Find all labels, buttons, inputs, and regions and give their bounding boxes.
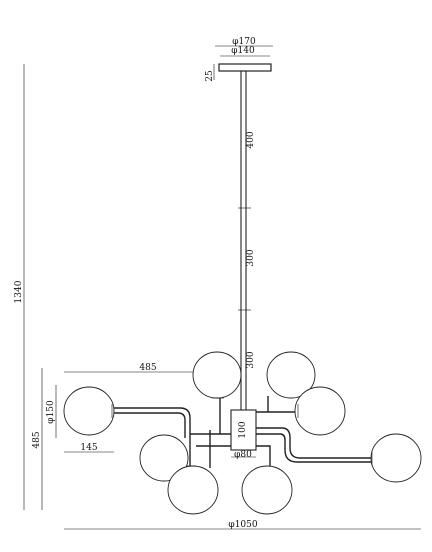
arm-right-long-inner bbox=[256, 433, 372, 463]
arm-reach-dim-label: 485 bbox=[139, 363, 156, 373]
hub-dia-dim-label: φ80 bbox=[234, 450, 252, 460]
globe-mid-right bbox=[294, 386, 346, 436]
globe-top-left bbox=[192, 351, 242, 399]
arm-right-long bbox=[256, 427, 372, 459]
canopy-outer-dim-label: φ170 bbox=[232, 37, 256, 47]
body-height-dim-label: 485 bbox=[32, 431, 42, 448]
globe-bottom-left bbox=[167, 465, 219, 515]
globe-bottom-right bbox=[241, 465, 293, 515]
rod-mid-dim-label: 300 bbox=[246, 249, 256, 266]
globe-dia-dim-label: φ150 bbox=[46, 400, 56, 424]
hub-height-dim-label: 100 bbox=[238, 421, 248, 438]
rod-lower-dim-label: 300 bbox=[246, 351, 256, 368]
canopy-height-dim-label: 25 bbox=[205, 70, 215, 82]
canopy-plate bbox=[218, 63, 272, 72]
globes-group bbox=[63, 351, 422, 515]
hub-group: 100 φ80 bbox=[230, 409, 257, 460]
arm-upper-left-inner bbox=[114, 412, 186, 438]
globe-mid-left bbox=[139, 434, 189, 482]
globe-far-right bbox=[370, 433, 422, 483]
total-height-dim: 1340 bbox=[14, 64, 25, 510]
rod-upper-dim-label: 400 bbox=[246, 131, 256, 148]
arms-group bbox=[114, 396, 372, 470]
canopy-group: φ170 φ140 25 bbox=[205, 37, 273, 82]
left-dims: 485 φ150 bbox=[32, 368, 57, 510]
globe-far-left bbox=[63, 386, 115, 436]
overall-dia-dim: φ1050 bbox=[64, 520, 421, 530]
globe-top-right bbox=[266, 351, 316, 399]
overall-dia-dim-label: φ1050 bbox=[228, 520, 257, 530]
hub-body bbox=[230, 409, 257, 451]
canopy-inner-dim-label: φ140 bbox=[231, 46, 255, 56]
arm-upper-left bbox=[114, 407, 191, 438]
arm-offset-dim: 145 bbox=[64, 443, 114, 453]
arm-right-lower bbox=[256, 445, 271, 466]
total-height-dim-label: 1340 bbox=[14, 280, 24, 303]
suspension-rod-group: 400 300 300 bbox=[238, 71, 256, 410]
arm-offset-dim-label: 145 bbox=[80, 443, 97, 453]
